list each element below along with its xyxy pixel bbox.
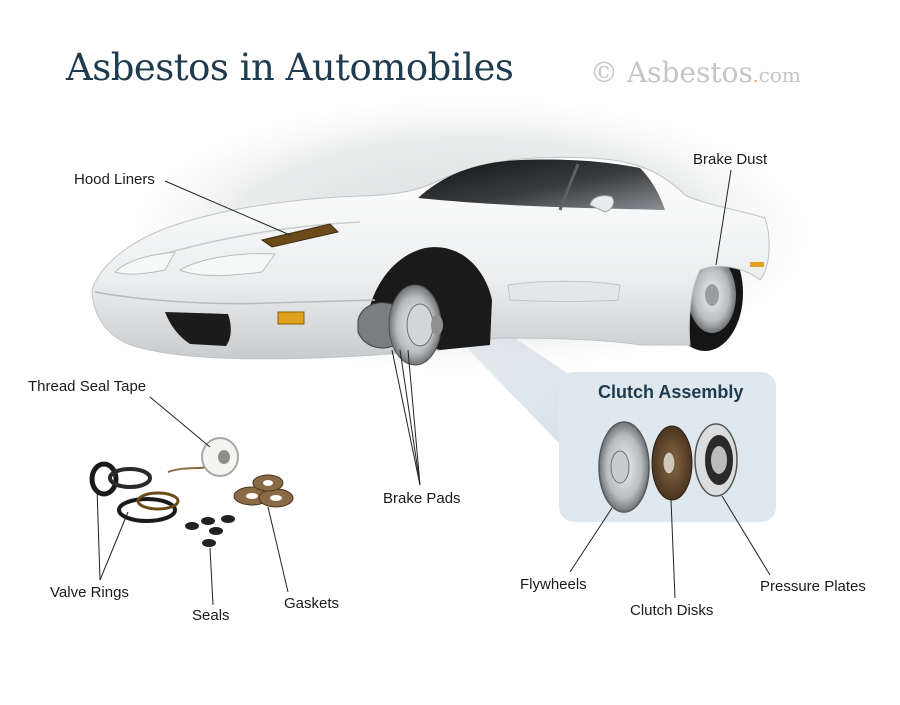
rear-hub bbox=[705, 284, 719, 306]
flywheel-center bbox=[610, 450, 630, 484]
car-illustration bbox=[91, 156, 770, 366]
valve-ring bbox=[89, 461, 119, 497]
headlight-panel-right bbox=[178, 253, 276, 276]
leader-brake-pads-1 bbox=[391, 349, 421, 486]
label-clutch-disks: Clutch Disks bbox=[630, 602, 714, 619]
gaskets bbox=[233, 474, 294, 508]
hood-liner-vent bbox=[260, 223, 339, 248]
leader-valve-rings-2 bbox=[99, 511, 129, 581]
valve-rings bbox=[89, 461, 180, 523]
valve-ring bbox=[108, 467, 152, 489]
brand-name: Asbestos bbox=[626, 56, 753, 89]
label-brake-dust: Brake Dust bbox=[693, 151, 768, 168]
gasket-hole bbox=[263, 480, 273, 486]
brand-watermark: © Asbestos.com bbox=[590, 56, 801, 89]
leader-brake-dust bbox=[715, 169, 732, 266]
leader-clutch-disks bbox=[670, 499, 676, 599]
leader-brake-pads-2 bbox=[399, 349, 421, 486]
pressure-plate bbox=[694, 423, 738, 497]
clutch-disk bbox=[651, 425, 693, 501]
headlight-panel-left bbox=[114, 251, 176, 275]
seal bbox=[185, 522, 199, 530]
copyright-symbol: © bbox=[590, 56, 618, 89]
tape-roll-core bbox=[218, 450, 230, 464]
leader-hood-liners bbox=[164, 180, 291, 236]
leader-seals bbox=[209, 547, 214, 606]
label-brake-pads: Brake Pads bbox=[383, 490, 461, 507]
leader-valve-rings-1 bbox=[96, 487, 101, 581]
brand-dot: . bbox=[752, 66, 759, 87]
wheel-hub bbox=[431, 315, 443, 335]
pressure-plate-center bbox=[711, 446, 727, 474]
brake-rotor-hat bbox=[406, 303, 434, 347]
brand-tld: com bbox=[758, 63, 801, 87]
windshield-pillar bbox=[558, 163, 580, 211]
turn-signal bbox=[277, 311, 305, 325]
side-mirror bbox=[589, 195, 615, 213]
clutch-disk-center bbox=[662, 451, 676, 475]
label-hood-liners: Hood Liners bbox=[74, 171, 155, 188]
gasket-hole bbox=[270, 495, 282, 501]
leader-flywheels bbox=[569, 507, 613, 573]
leader-gaskets bbox=[267, 506, 289, 593]
thread-seal-tape bbox=[167, 437, 239, 477]
front-brake-assembly bbox=[357, 284, 443, 366]
gasket-hole bbox=[246, 493, 258, 499]
leader-pressure-plates bbox=[721, 495, 771, 576]
seal bbox=[209, 527, 223, 535]
seal bbox=[221, 515, 235, 523]
label-seals: Seals bbox=[192, 607, 230, 624]
clutch-flywheel bbox=[598, 421, 650, 513]
hood-crease bbox=[159, 221, 361, 256]
seal bbox=[202, 539, 216, 547]
clutch-assembly-title: Clutch Assembly bbox=[598, 382, 744, 402]
page-title: Asbestos in Automobiles bbox=[66, 46, 514, 89]
seals bbox=[185, 515, 235, 547]
label-thread-seal-tape: Thread Seal Tape bbox=[28, 378, 147, 395]
valve-ring bbox=[117, 497, 177, 523]
leader-thread-seal-tape bbox=[149, 396, 211, 448]
front-grille bbox=[165, 312, 231, 346]
side-scoop bbox=[507, 280, 621, 302]
rear-marker-light bbox=[750, 262, 764, 267]
label-valve-rings: Valve Rings bbox=[50, 584, 129, 601]
label-flywheels: Flywheels bbox=[520, 576, 587, 593]
label-pressure-plates: Pressure Plates bbox=[760, 578, 866, 595]
seal bbox=[201, 517, 215, 525]
leader-brake-pads-3 bbox=[407, 349, 421, 486]
label-gaskets: Gaskets bbox=[284, 595, 340, 612]
valve-ring bbox=[136, 491, 180, 511]
front-bumper-line bbox=[94, 291, 376, 305]
